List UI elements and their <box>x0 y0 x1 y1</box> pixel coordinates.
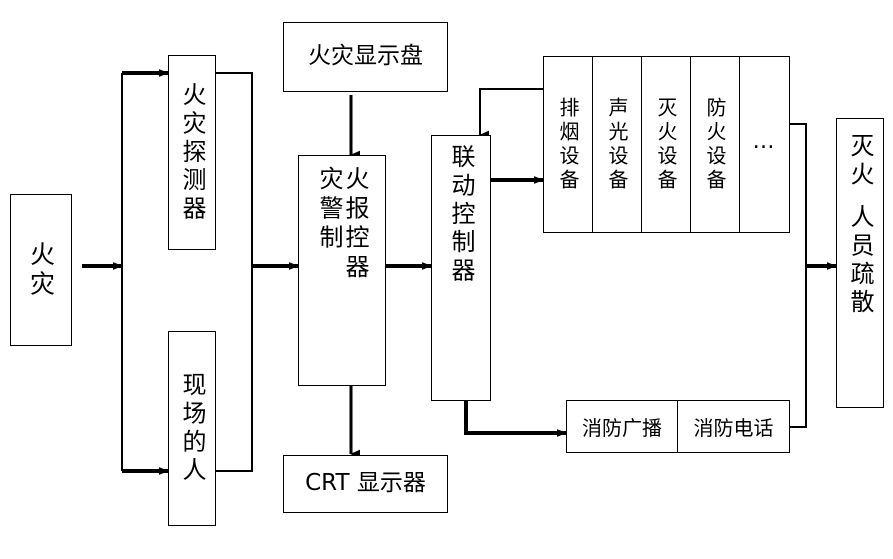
node-linkage-controller[interactable]: 联动控制器 <box>431 135 491 401</box>
alarm-controller-col-a: 火报控器 <box>341 166 369 284</box>
edge-people-to-merge <box>216 266 253 472</box>
equipment-cell-label: 排烟设备 <box>556 96 580 193</box>
equipment-strip: 排烟设备 声光设备 灭火设备 防火设备 … <box>543 56 790 233</box>
evacuation-label-top: 灭火 <box>846 133 874 190</box>
comm-strip: 消防广播 消防电话 <box>566 400 790 453</box>
node-people-on-scene[interactable]: 现场的人 <box>168 331 216 526</box>
node-fire-alarm-controller[interactable]: 火报控器 灾警制 <box>298 155 386 386</box>
edge-equipment-to-right-bus <box>790 123 807 266</box>
comm-cell-broadcast[interactable]: 消防广播 <box>567 401 678 452</box>
edge-comm-to-right-bus <box>790 266 807 428</box>
equipment-cell-label: 声光设备 <box>605 96 629 193</box>
node-fire-display-panel[interactable]: 火灾显示盘 <box>283 22 448 92</box>
equipment-cell-smoke-exhaust[interactable]: 排烟设备 <box>544 57 593 232</box>
equipment-cell-label: 防火设备 <box>703 96 727 193</box>
evacuation-label-bottom: 人员疏散 <box>846 203 874 317</box>
comm-cell-telephone[interactable]: 消防电话 <box>693 416 774 440</box>
node-evacuation[interactable]: 灭火 人员疏散 <box>836 118 884 408</box>
node-fire[interactable]: 火灾 <box>10 194 72 346</box>
edge-equipment-feedback-to-linkage <box>479 88 543 140</box>
node-fire-detector[interactable]: 火灾探测器 <box>168 55 216 250</box>
ellipsis-icon: … <box>752 129 777 154</box>
edge-detector-to-merge <box>216 72 253 266</box>
alarm-controller-col-b: 灾警制 <box>315 166 343 254</box>
edge-linkage-to-comm <box>464 401 567 437</box>
equipment-cell-label: 灭火设备 <box>654 96 678 193</box>
equipment-cell-audible-visual[interactable]: 声光设备 <box>593 57 642 232</box>
equipment-cell-more[interactable]: … <box>740 57 789 232</box>
equipment-cell-fire-prevention[interactable]: 防火设备 <box>691 57 740 232</box>
node-crt-display[interactable]: CRT 显示器 <box>283 455 448 513</box>
equipment-cell-extinguishing[interactable]: 灭火设备 <box>642 57 691 232</box>
